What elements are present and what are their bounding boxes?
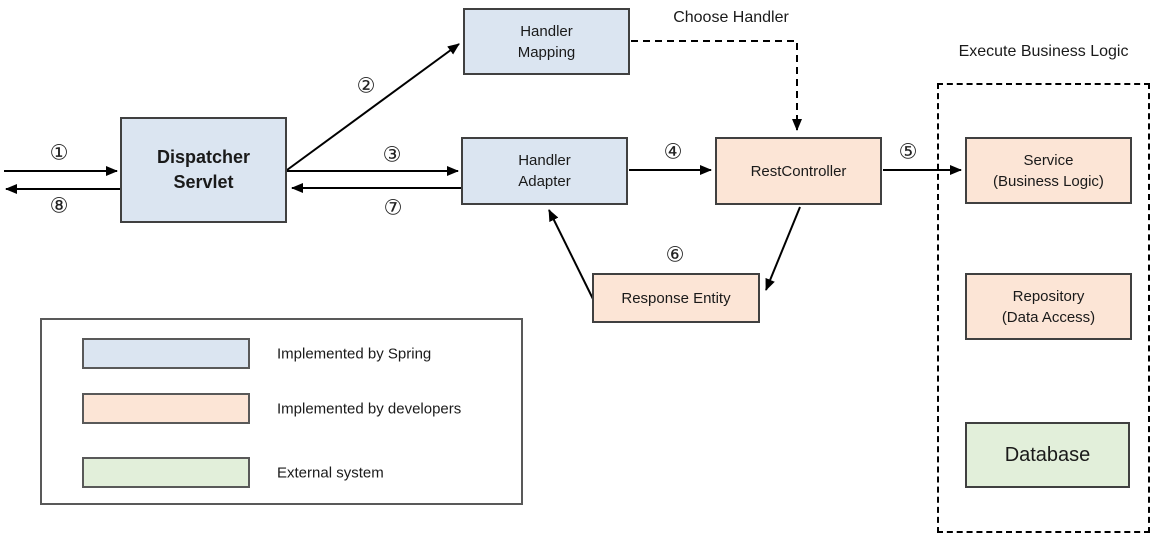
step-1-badge: ①: [49, 140, 69, 165]
node-handler-adapter: Handler Adapter: [461, 137, 628, 205]
legend-swatch-spring: [82, 338, 250, 369]
node-handler-mapping: Handler Mapping: [463, 8, 630, 75]
step-7-badge: ⑦: [383, 195, 403, 220]
legend-label-spring: Implemented by Spring: [277, 345, 432, 363]
step-6-badge: ⑥: [665, 242, 685, 267]
choose-handler-label: Choose Handler: [673, 9, 789, 26]
node-service-label: Service (Business Logic): [993, 151, 1104, 190]
node-handler-mapping-label: Handler Mapping: [517, 22, 576, 61]
legend-label-developers: Implemented by developers: [277, 400, 462, 418]
legend-swatch-external: [82, 457, 250, 488]
execute-business-logic-group-box: [937, 83, 1150, 533]
execute-business-logic-label: Execute Business Logic: [958, 43, 1129, 60]
node-handler-adapter-label: Handler Adapter: [518, 152, 571, 190]
legend-swatch-developers: [82, 393, 250, 424]
node-rest-controller-label: RestController: [750, 162, 847, 180]
step-5-badge: ⑤: [898, 139, 918, 164]
step-2-badge: ②: [356, 73, 376, 98]
node-repository: Repository (Data Access): [965, 273, 1132, 340]
node-dispatcher-servlet-label: Dispatcher Servlet: [156, 146, 251, 192]
arrow-step-6: [548, 209, 594, 300]
legend-label-external: External system: [277, 464, 384, 482]
node-response-entity: Response Entity: [592, 273, 760, 323]
node-database-label: Database: [1004, 444, 1091, 466]
node-dispatcher-servlet: Dispatcher Servlet: [120, 117, 287, 223]
node-repository-label: Repository (Data Access): [1001, 287, 1096, 326]
node-database: Database: [965, 422, 1130, 488]
arrow-controller-to-response-entity: [765, 206, 801, 291]
step-3-badge: ③: [382, 142, 402, 167]
node-service: Service (Business Logic): [965, 137, 1132, 204]
step-8-badge: ⑧: [49, 193, 69, 218]
node-rest-controller: RestController: [715, 137, 882, 205]
legend: Implemented by Spring Implemented by dev…: [40, 318, 523, 505]
arrow-step-2: [286, 43, 460, 171]
step-4-badge: ④: [663, 139, 683, 164]
choose-handler-dashed-arrow: [631, 40, 802, 131]
node-response-entity-label: Response Entity: [621, 289, 731, 307]
